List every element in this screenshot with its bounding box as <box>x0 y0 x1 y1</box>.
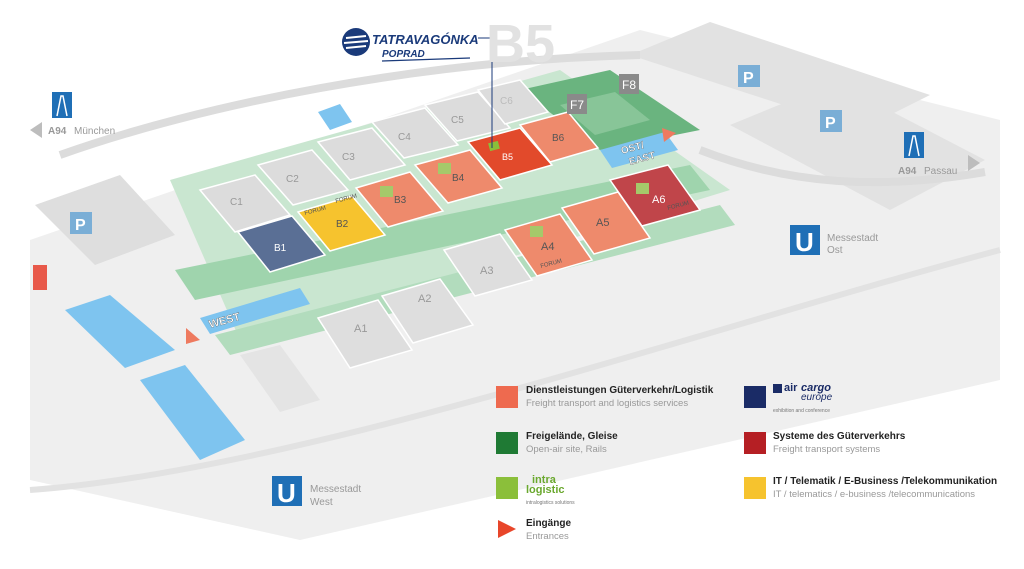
hall-label-b4: B4 <box>452 173 465 184</box>
hall-label-a1: A1 <box>354 323 367 335</box>
forum-label-b3: FORUM <box>335 193 358 204</box>
road-city-east: Passau <box>924 166 957 177</box>
hall-label-a2: A2 <box>418 293 431 305</box>
hall-c1-shape <box>198 174 292 233</box>
hall-c4-shape <box>370 107 460 159</box>
station-west-line2: West <box>310 497 333 508</box>
west-parking-structure <box>35 175 175 265</box>
forum-label-a4: FORUM <box>540 258 563 269</box>
hall-label-c1: C1 <box>230 197 243 208</box>
hall-a6-shape <box>608 164 702 227</box>
ubahn-icon-east <box>790 225 820 255</box>
road-route-east: A94 <box>898 166 917 177</box>
hall-b2-shape <box>296 195 387 252</box>
arrow-east-icon <box>968 155 980 171</box>
hall-c6-shape <box>476 79 550 125</box>
forum-label-a6: FORUM <box>667 200 690 211</box>
hall-c2-shape <box>256 149 350 206</box>
arrow-west-icon <box>30 122 42 138</box>
central-mall-green <box>175 165 710 300</box>
hall-label-b2: B2 <box>336 219 349 230</box>
hall-label-c5: C5 <box>451 115 464 126</box>
hall-label-a4: A4 <box>541 241 554 253</box>
road-city-west: München <box>74 126 115 137</box>
f7-badge <box>567 94 587 114</box>
west-entrance-strip <box>200 288 310 334</box>
road-route-west: A94 <box>48 126 67 137</box>
hall-label-b5: B5 <box>502 152 513 162</box>
tatravagonka-logo-icon <box>342 28 471 62</box>
ubahn-letter-west: U <box>277 478 296 508</box>
highway-icon-east <box>904 132 924 158</box>
parking-icon-top <box>738 65 760 87</box>
hall-a5-shape <box>560 191 652 255</box>
hall-label-c6: C6 <box>500 96 513 107</box>
halls-row-c <box>198 79 550 233</box>
brand-hall-big: B5 <box>486 14 555 74</box>
parking-icon-west <box>70 212 92 234</box>
hall-label-b3: B3 <box>394 195 407 206</box>
water-strip-north <box>318 104 352 130</box>
parking-label-top: P <box>743 70 754 87</box>
hall-label-c3: C3 <box>342 152 355 163</box>
hall-a1-shape <box>316 299 414 369</box>
parking-icon-right <box>820 110 842 132</box>
station-east-line2: Ost <box>827 245 843 256</box>
east-entrance-strip <box>600 132 678 168</box>
brand-name-line1: TATRAVAGÓNKA <box>372 32 479 47</box>
parking-label-west: P <box>75 217 86 234</box>
hall-b4-shape <box>413 149 504 204</box>
f8-badge <box>619 74 639 94</box>
hall-label-b6: B6 <box>552 133 565 144</box>
halls-row-a <box>316 233 534 369</box>
hall-c3-shape <box>316 127 407 181</box>
hall-a2-shape <box>380 278 475 344</box>
hall-label-c2: C2 <box>286 174 299 185</box>
station-east-line1: Messestadt <box>827 233 878 244</box>
ubahn-icon-west <box>272 476 302 506</box>
hall-label-f7: F7 <box>570 98 584 112</box>
hall-b3-shape <box>354 171 445 228</box>
a4-booth-marker <box>530 226 543 237</box>
red-tower <box>33 265 47 290</box>
hall-b1-shape <box>236 215 327 273</box>
forum-label-b2: FORUM <box>304 205 327 216</box>
hall-label-c4: C4 <box>398 132 411 143</box>
road-north <box>58 51 641 159</box>
hall-label-a5: A5 <box>596 217 609 229</box>
b5-booth-marker <box>488 140 500 152</box>
parking-label-right: P <box>825 115 836 132</box>
hall-label-b1: B1 <box>274 243 287 254</box>
hall-b5-shape <box>466 127 554 181</box>
b4-booth-marker <box>438 163 451 174</box>
b3-booth-marker <box>380 186 393 197</box>
hall-label-f8: F8 <box>622 78 636 92</box>
a6-booth-marker <box>636 183 649 194</box>
water-basin-west <box>65 295 175 368</box>
highway-icon-west <box>52 92 72 118</box>
hall-label-a3: A3 <box>480 265 493 277</box>
station-west-line1: Messestadt <box>310 484 361 495</box>
ubahn-letter-east: U <box>795 227 814 257</box>
west-entrance-arrow <box>186 328 200 344</box>
hall-a4-shape <box>503 213 594 277</box>
east-entrance-arrow <box>662 128 676 142</box>
brand-name-line2: POPRAD <box>382 49 425 60</box>
water-basin-south <box>140 365 245 460</box>
south-west-building <box>240 345 320 412</box>
hall-label-a6: A6 <box>652 194 665 206</box>
road-east <box>698 146 986 187</box>
hall-b6-shape <box>518 111 600 163</box>
hall-a3-shape <box>442 233 534 297</box>
